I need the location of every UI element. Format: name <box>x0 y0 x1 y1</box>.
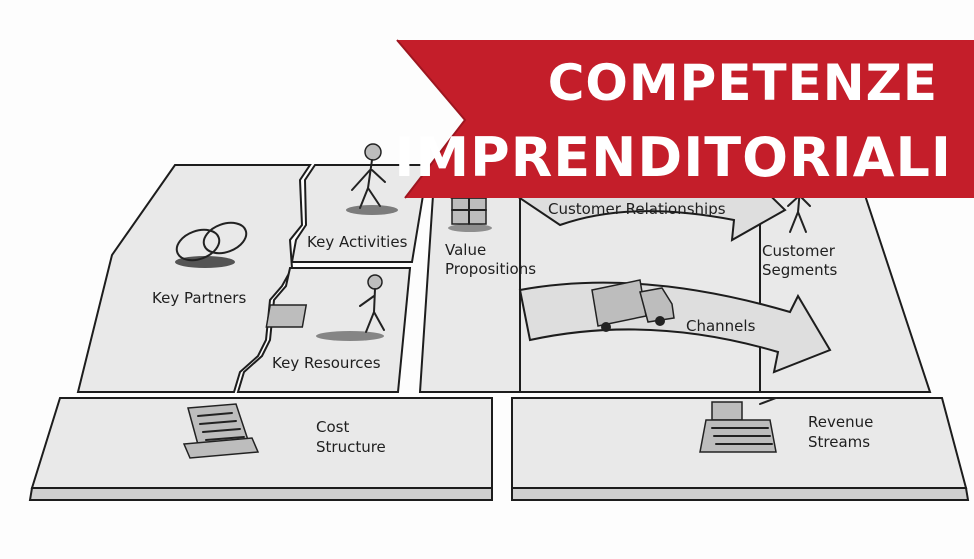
value-propositions-label-line1: Value <box>445 241 486 259</box>
revenue-streams-label-line2: Streams <box>808 433 870 451</box>
title-banner <box>397 40 974 198</box>
worker-icon <box>346 143 398 215</box>
delivery-truck-icon <box>591 279 675 332</box>
key-resources-label: Key Resources <box>272 354 381 372</box>
revenue-streams-label-line1: Revenue <box>808 413 873 431</box>
customer-segments-label-line1: Customer <box>762 242 836 260</box>
person-with-machine-icon <box>265 274 385 341</box>
cost-structure-block <box>30 397 493 489</box>
customer-segments-label-line2: Segments <box>762 261 838 279</box>
invoice-papers-icon <box>182 403 260 459</box>
cost-structure-label-line2: Structure <box>316 438 386 456</box>
cost-structure-label-line1: Cost <box>316 418 349 436</box>
banner-title-line1: COMPETENZE <box>548 54 938 112</box>
channels-label: Channels <box>686 317 756 335</box>
key-partners-block <box>76 164 312 393</box>
key-partners-label: Key Partners <box>152 289 246 307</box>
cash-register-icon <box>699 397 777 453</box>
value-propositions-label-line2: Propositions <box>445 260 536 278</box>
key-activities-label: Key Activities <box>307 233 408 251</box>
chain-links-icon <box>175 221 248 268</box>
banner-title-line2: IMPRENDITORIALI <box>394 126 952 189</box>
key-resources-block <box>236 267 412 393</box>
customer-relationships-label: Customer Relationships <box>548 200 726 218</box>
